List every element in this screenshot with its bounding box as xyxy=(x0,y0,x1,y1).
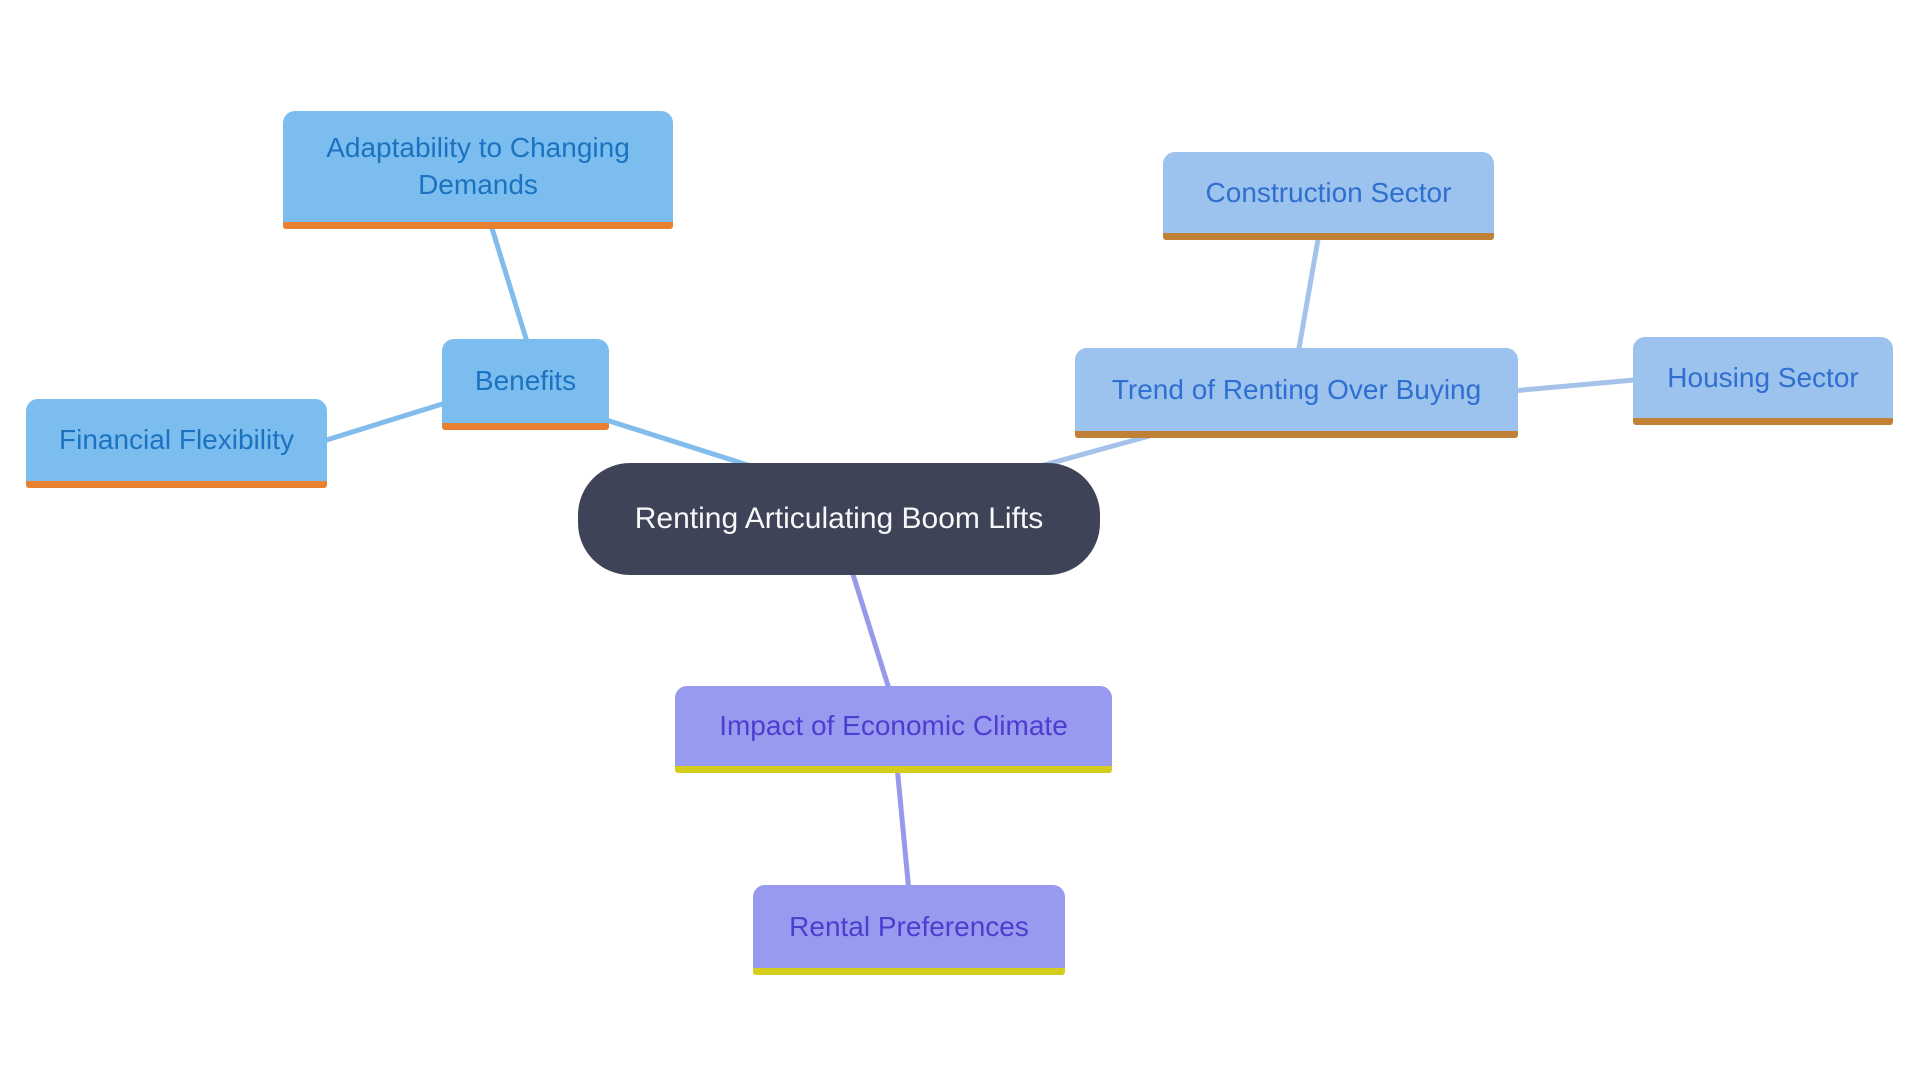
central-node-label: Renting Articulating Boom Lifts xyxy=(634,502,1044,535)
node-label: Trend of Renting Over Buying xyxy=(1111,373,1482,405)
node-central-renting-articulating-boom-lifts[interactable]: Renting Articulating Boom Lifts xyxy=(578,463,1100,575)
node-label: Rental Preferences xyxy=(789,910,1029,942)
node-adaptability-to-changing-demands[interactable]: Adaptability to Changing Demands xyxy=(283,111,673,229)
edge-trend-construction xyxy=(1295,227,1323,355)
node-benefits[interactable]: Benefits xyxy=(442,339,609,430)
node-label: Financial Flexibility xyxy=(59,424,294,455)
node-label: Impact of Economic Climate xyxy=(719,710,1068,741)
edge-benefits-adaptability xyxy=(488,224,531,346)
node-housing-sector[interactable]: Housing Sector xyxy=(1633,337,1893,425)
node-label: Benefits xyxy=(474,365,577,396)
node-construction-sector[interactable]: Construction Sector xyxy=(1163,152,1494,240)
node-label: Housing Sector xyxy=(1667,361,1859,393)
node-label: Adaptability to Changing Demands xyxy=(326,131,630,200)
edge-trend-housing xyxy=(1511,376,1646,394)
edge-impact-rental xyxy=(894,765,912,893)
node-rental-preferences[interactable]: Rental Preferences xyxy=(753,885,1065,975)
node-trend-of-renting-over-buying[interactable]: Trend of Renting Over Buying xyxy=(1075,348,1518,438)
node-impact-of-economic-climate[interactable]: Impact of Economic Climate xyxy=(675,686,1112,773)
node-financial-flexibility[interactable]: Financial Flexibility xyxy=(26,399,327,488)
edge-benefits-financial xyxy=(319,398,453,445)
edge-central-impact xyxy=(848,567,893,693)
node-label: Construction Sector xyxy=(1205,176,1452,208)
